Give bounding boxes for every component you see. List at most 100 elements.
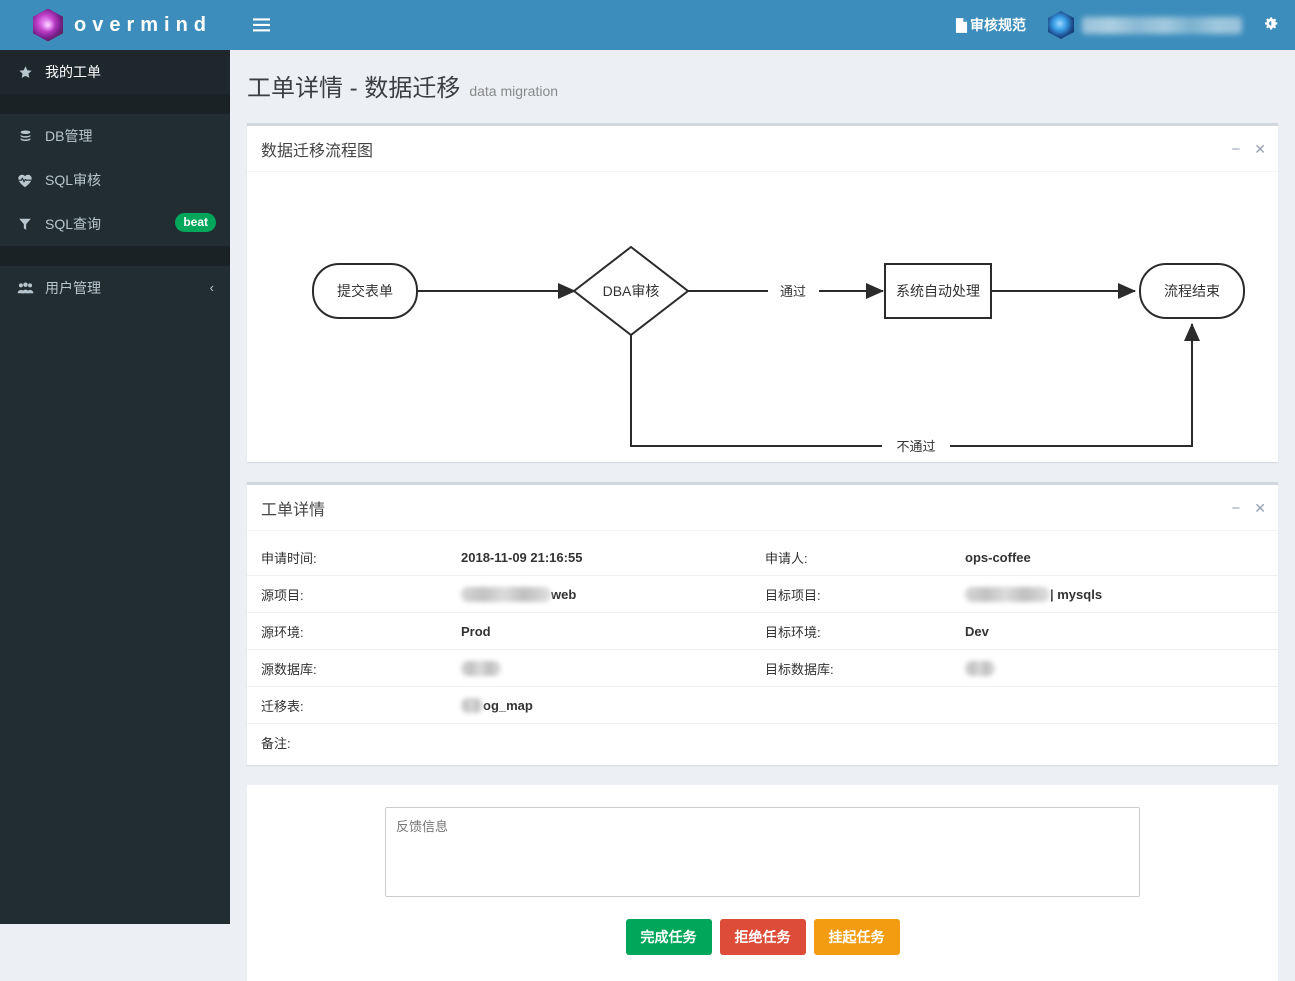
review-spec-label: 审核规范: [970, 17, 1026, 33]
flow-diagram: 提交表单 DBA审核 通过 系统自动处理 流程结束: [247, 172, 1278, 462]
feedback-input[interactable]: [385, 807, 1140, 897]
detail-panel-title: 工单详情: [261, 501, 326, 519]
detail-value: [461, 660, 751, 676]
hamburger-icon[interactable]: [240, 0, 282, 50]
gears-icon[interactable]: [1264, 17, 1281, 33]
detail-label: 源项目:: [261, 587, 304, 603]
detail-label: 申请时间:: [261, 550, 317, 566]
detail-value: Prod: [461, 624, 751, 639]
detail-panel-tools: − ✕: [1232, 485, 1267, 531]
sidebar-badge-beat: beat: [175, 213, 216, 233]
flow-panel-header: 数据迁移流程图 − ✕: [247, 126, 1278, 172]
table-row: 迁移表: og_map: [247, 687, 1278, 724]
page-title-subtitle: data migration: [469, 83, 559, 99]
sidebar-item-sql-query[interactable]: SQL查询 beat: [0, 202, 230, 246]
detail-value-text: Prod: [461, 623, 491, 639]
header-right-group: 审核规范: [955, 0, 1295, 50]
chevron-left-icon: ‹: [209, 280, 214, 295]
top-header: 审核规范: [230, 0, 1295, 50]
sidebar-divider: [0, 246, 230, 266]
detail-value-text: ops-coffee: [965, 549, 1031, 565]
users-icon: [15, 281, 35, 295]
flow-node-start-label: 提交表单: [337, 283, 393, 299]
redacted-value: [461, 697, 483, 713]
flow-node-auto-label: 系统自动处理: [896, 283, 980, 299]
flow-edge-pass-label: 通过: [780, 284, 806, 299]
redacted-value: [461, 660, 501, 676]
detail-label: 目标数据库:: [765, 661, 834, 677]
minus-icon[interactable]: −: [1231, 499, 1241, 517]
detail-value: [965, 660, 1255, 676]
detail-value: | mysqls: [965, 586, 1255, 602]
brand-name: overmind: [74, 14, 213, 36]
detail-value: 2018-11-09 21:16:55: [461, 550, 751, 565]
heartbeat-icon: [15, 173, 35, 188]
username-redacted: [1082, 16, 1242, 34]
redacted-value: [965, 586, 1050, 602]
redacted-value: [461, 586, 551, 602]
review-spec-link[interactable]: 审核规范: [955, 15, 1026, 35]
sidebar-item-label: DB管理: [45, 128, 93, 144]
detail-label: 目标环境:: [765, 624, 821, 640]
detail-label: 备注:: [261, 736, 291, 751]
sidebar-item-sql-review[interactable]: SQL审核: [0, 158, 230, 202]
detail-value: Dev: [965, 624, 1255, 639]
page-title-main: 工单详情 - 数据迁移: [247, 75, 461, 102]
detail-table: 申请时间: 2018-11-09 21:16:55 申请人: ops-coffee 源项…: [247, 531, 1278, 765]
page-title: 工单详情 - 数据迁移 data migration: [230, 50, 1295, 103]
detail-label: 迁移表:: [261, 698, 304, 714]
sidebar-item-label: SQL查询: [45, 216, 102, 232]
flow-node-review-label: DBA审核: [603, 283, 660, 299]
detail-label: 源数据库:: [261, 661, 317, 677]
sidebar-item-user-manage[interactable]: 用户管理 ‹: [0, 266, 230, 310]
minus-icon[interactable]: −: [1231, 140, 1241, 158]
table-row: 源项目: web 目标项目: | mysqls: [247, 576, 1278, 613]
database-icon: [15, 129, 35, 144]
close-icon[interactable]: ✕: [1254, 500, 1266, 516]
brand-logo-bar[interactable]: overmind: [0, 0, 230, 50]
detail-value-text: web: [551, 586, 577, 602]
flow-node-end-label: 流程结束: [1164, 283, 1220, 299]
close-icon[interactable]: ✕: [1254, 141, 1266, 157]
detail-value: ops-coffee: [965, 550, 1255, 565]
detail-value-text: Dev: [965, 623, 989, 639]
sidebar-divider: [0, 94, 230, 114]
flow-edge-reject-label: 不通过: [896, 439, 935, 454]
detail-value-text: og_map: [483, 697, 533, 713]
redacted-value: [965, 660, 995, 676]
user-avatar-hex-icon[interactable]: [1048, 11, 1074, 39]
table-row: 源环境: Prod 目标环境: Dev: [247, 613, 1278, 650]
detail-label: 申请人:: [765, 550, 808, 566]
table-row: 备注:: [247, 724, 1278, 761]
reject-task-button[interactable]: 拒绝任务: [719, 919, 806, 955]
sidebar-item-label: SQL审核: [45, 172, 102, 188]
detail-panel: 工单详情 − ✕ 申请时间: 2018-11-09 21:16:55 申请人: ops…: [247, 482, 1278, 765]
star-icon: [15, 65, 35, 80]
document-icon: [955, 17, 968, 33]
flow-panel-tools: − ✕: [1232, 126, 1267, 172]
sidebar-item-label: 用户管理: [45, 280, 101, 296]
sidebar-item-db-manage[interactable]: DB管理: [0, 114, 230, 158]
detail-value: og_map: [461, 697, 751, 713]
detail-panel-header: 工单详情 − ✕: [247, 485, 1278, 531]
table-row: 源数据库: 目标数据库:: [247, 650, 1278, 687]
sidebar: overmind 我的工单 DB管理 SQL审核: [0, 0, 230, 924]
flowchart-svg: 提交表单 DBA审核 通过 系统自动处理 流程结束: [312, 245, 1245, 454]
filter-icon: [15, 217, 35, 231]
detail-value-text: 2018-11-09 21:16:55: [461, 549, 583, 565]
sidebar-item-my-tickets[interactable]: 我的工单: [0, 50, 230, 94]
complete-task-button[interactable]: 完成任务: [625, 919, 712, 955]
detail-label: 目标项目:: [765, 587, 821, 603]
overmind-hex-logo-icon: [33, 8, 63, 42]
detail-label: 源环境:: [261, 624, 304, 640]
sidebar-item-label: 我的工单: [45, 64, 101, 80]
main-content: 工单详情 - 数据迁移 data migration 数据迁移流程图 − ✕ 提…: [230, 50, 1295, 981]
action-button-row: 完成任务拒绝任务挂起任务: [385, 919, 1140, 955]
table-row: 申请时间: 2018-11-09 21:16:55 申请人: ops-coffee: [247, 539, 1278, 576]
suspend-task-button[interactable]: 挂起任务: [813, 919, 900, 955]
flow-panel: 数据迁移流程图 − ✕ 提交表单 DBA审核: [247, 123, 1278, 462]
flow-panel-title: 数据迁移流程图: [261, 142, 374, 160]
detail-value: web: [461, 586, 751, 602]
detail-value-text: | mysqls: [1050, 586, 1103, 602]
